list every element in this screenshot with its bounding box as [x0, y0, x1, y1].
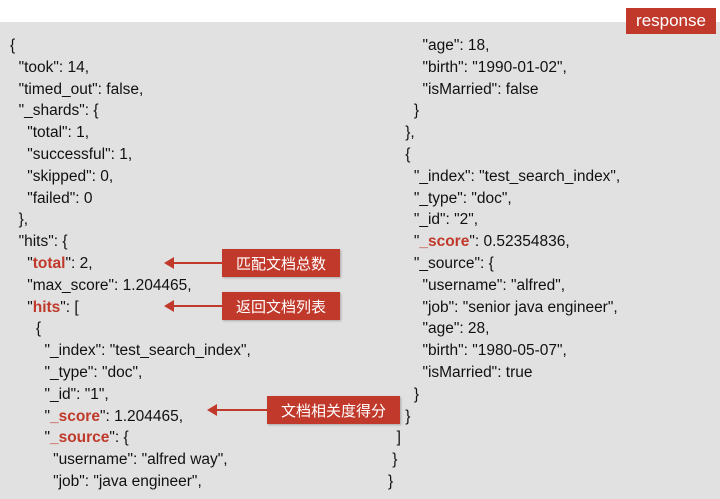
- callout-label: 返回文档列表: [222, 292, 341, 320]
- code-line: "skipped": 0,: [10, 167, 114, 185]
- highlighted-key: _score: [419, 233, 470, 251]
- callout-score: 文档相关度得分: [207, 396, 401, 424]
- code-line: "_index": "test_search_index",: [10, 342, 251, 360]
- code-line: }: [388, 102, 420, 120]
- code-line: "_index": "test_search_index",: [388, 167, 621, 185]
- code-line: ]: [388, 429, 401, 447]
- code-line: }: [388, 385, 420, 403]
- code-line: "max_score": 1.204465,: [10, 276, 192, 294]
- code-line: }: [388, 473, 394, 490]
- code-line: {: [388, 146, 411, 163]
- code-line: "hits": {: [10, 233, 68, 251]
- callout-label: 文档相关度得分: [267, 396, 401, 424]
- code-line: "age": 28,: [388, 320, 490, 338]
- code-line: "age": 18,: [388, 37, 490, 54]
- highlighted-key: _source: [49, 429, 110, 447]
- code-line: },: [10, 211, 29, 229]
- code-line: "_source": {: [388, 255, 494, 272]
- callout-label: 匹配文档总数: [222, 249, 341, 277]
- response-tag-label: response: [636, 11, 706, 30]
- code-line: "_type": "doc",: [388, 189, 512, 207]
- code-line: "_type": "doc",: [10, 364, 143, 381]
- arrow-left-icon: [207, 404, 217, 416]
- code-line: "successful": 1,: [10, 146, 133, 163]
- code-line: "total": 2,: [10, 255, 93, 272]
- code-line: "username": "alfred way",: [10, 451, 228, 469]
- highlighted-key: hits: [32, 298, 61, 316]
- code-line: "_source": {: [10, 429, 129, 447]
- highlighted-key: _score: [49, 407, 100, 425]
- callout-hits: 返回文档列表: [164, 292, 341, 320]
- code-line: "isMarried": false: [388, 80, 539, 98]
- code-line: "_id": "1",: [10, 385, 109, 403]
- code-line: "took": 14,: [10, 58, 90, 76]
- code-line: "_score": 0.52354836,: [388, 233, 570, 251]
- response-tag: response: [626, 8, 716, 34]
- code-line: }: [388, 451, 398, 469]
- code-line: }: [405, 407, 411, 425]
- code-line: "hits": [: [10, 298, 79, 316]
- code-line: "birth": "1990-01-02",: [388, 58, 567, 76]
- highlighted-key: total: [32, 255, 66, 272]
- code-line: "_shards": {: [10, 102, 99, 120]
- arrow-left-icon: [164, 257, 174, 269]
- code-line: "birth": "1980-05-07",: [388, 342, 567, 360]
- code-line: {: [10, 320, 42, 338]
- code-line: "job": "java engineer",: [10, 473, 202, 490]
- code-line: "isMarried": true: [388, 364, 533, 381]
- code-line: {: [10, 37, 16, 54]
- code-line: "username": "alfred",: [388, 276, 566, 294]
- code-line: "failed": 0: [10, 189, 93, 207]
- arrow-left-icon: [164, 300, 174, 312]
- callout-total: 匹配文档总数: [164, 249, 341, 277]
- code-line: "_score": 1.204465,: [10, 407, 184, 425]
- code-line: "_id": "2",: [388, 211, 479, 229]
- code-line: },: [388, 124, 415, 142]
- code-line: "timed_out": false,: [10, 80, 144, 98]
- code-line: "job": "senior java engineer",: [388, 298, 618, 316]
- code-line: "total": 1,: [10, 124, 90, 142]
